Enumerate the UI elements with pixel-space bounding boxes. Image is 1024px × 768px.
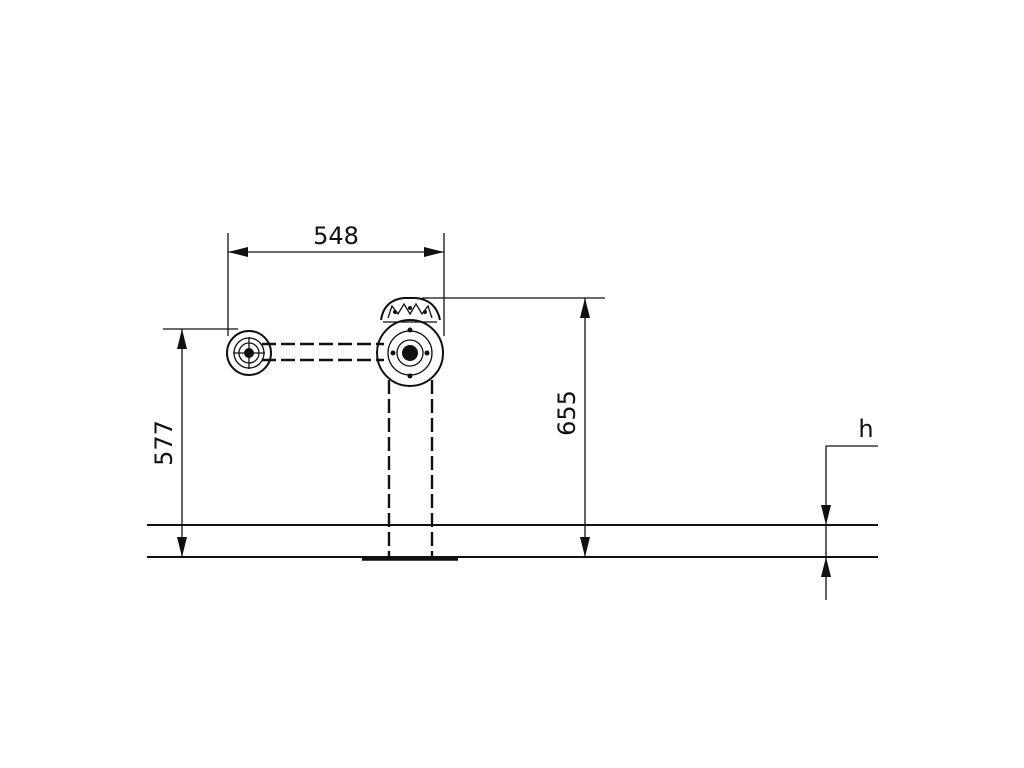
arrow-head — [424, 247, 444, 257]
arm-height-dimension-label: 577 — [150, 420, 178, 466]
left-hub — [226, 330, 272, 376]
arrow-head — [580, 537, 590, 557]
h-dimension-label: h — [858, 415, 873, 443]
arrow-head — [821, 557, 831, 577]
total-height-dimension-label: 655 — [553, 390, 581, 436]
width-dimension: 548 — [227, 222, 445, 336]
arrow-head — [821, 505, 831, 525]
arrow-head — [580, 298, 590, 318]
arrow-head — [177, 329, 187, 349]
arm-height-dimension: 577 — [150, 328, 238, 557]
horizontal-arm — [262, 342, 384, 362]
head-cap — [380, 297, 441, 323]
total-height-dimension: 655 — [422, 297, 605, 557]
h-dimension: h — [821, 415, 878, 600]
right-hub — [376, 319, 444, 387]
arrow-head — [177, 537, 187, 557]
width-dimension-label: 548 — [313, 222, 359, 250]
arrow-head — [228, 247, 248, 257]
vertical-post — [387, 380, 434, 557]
